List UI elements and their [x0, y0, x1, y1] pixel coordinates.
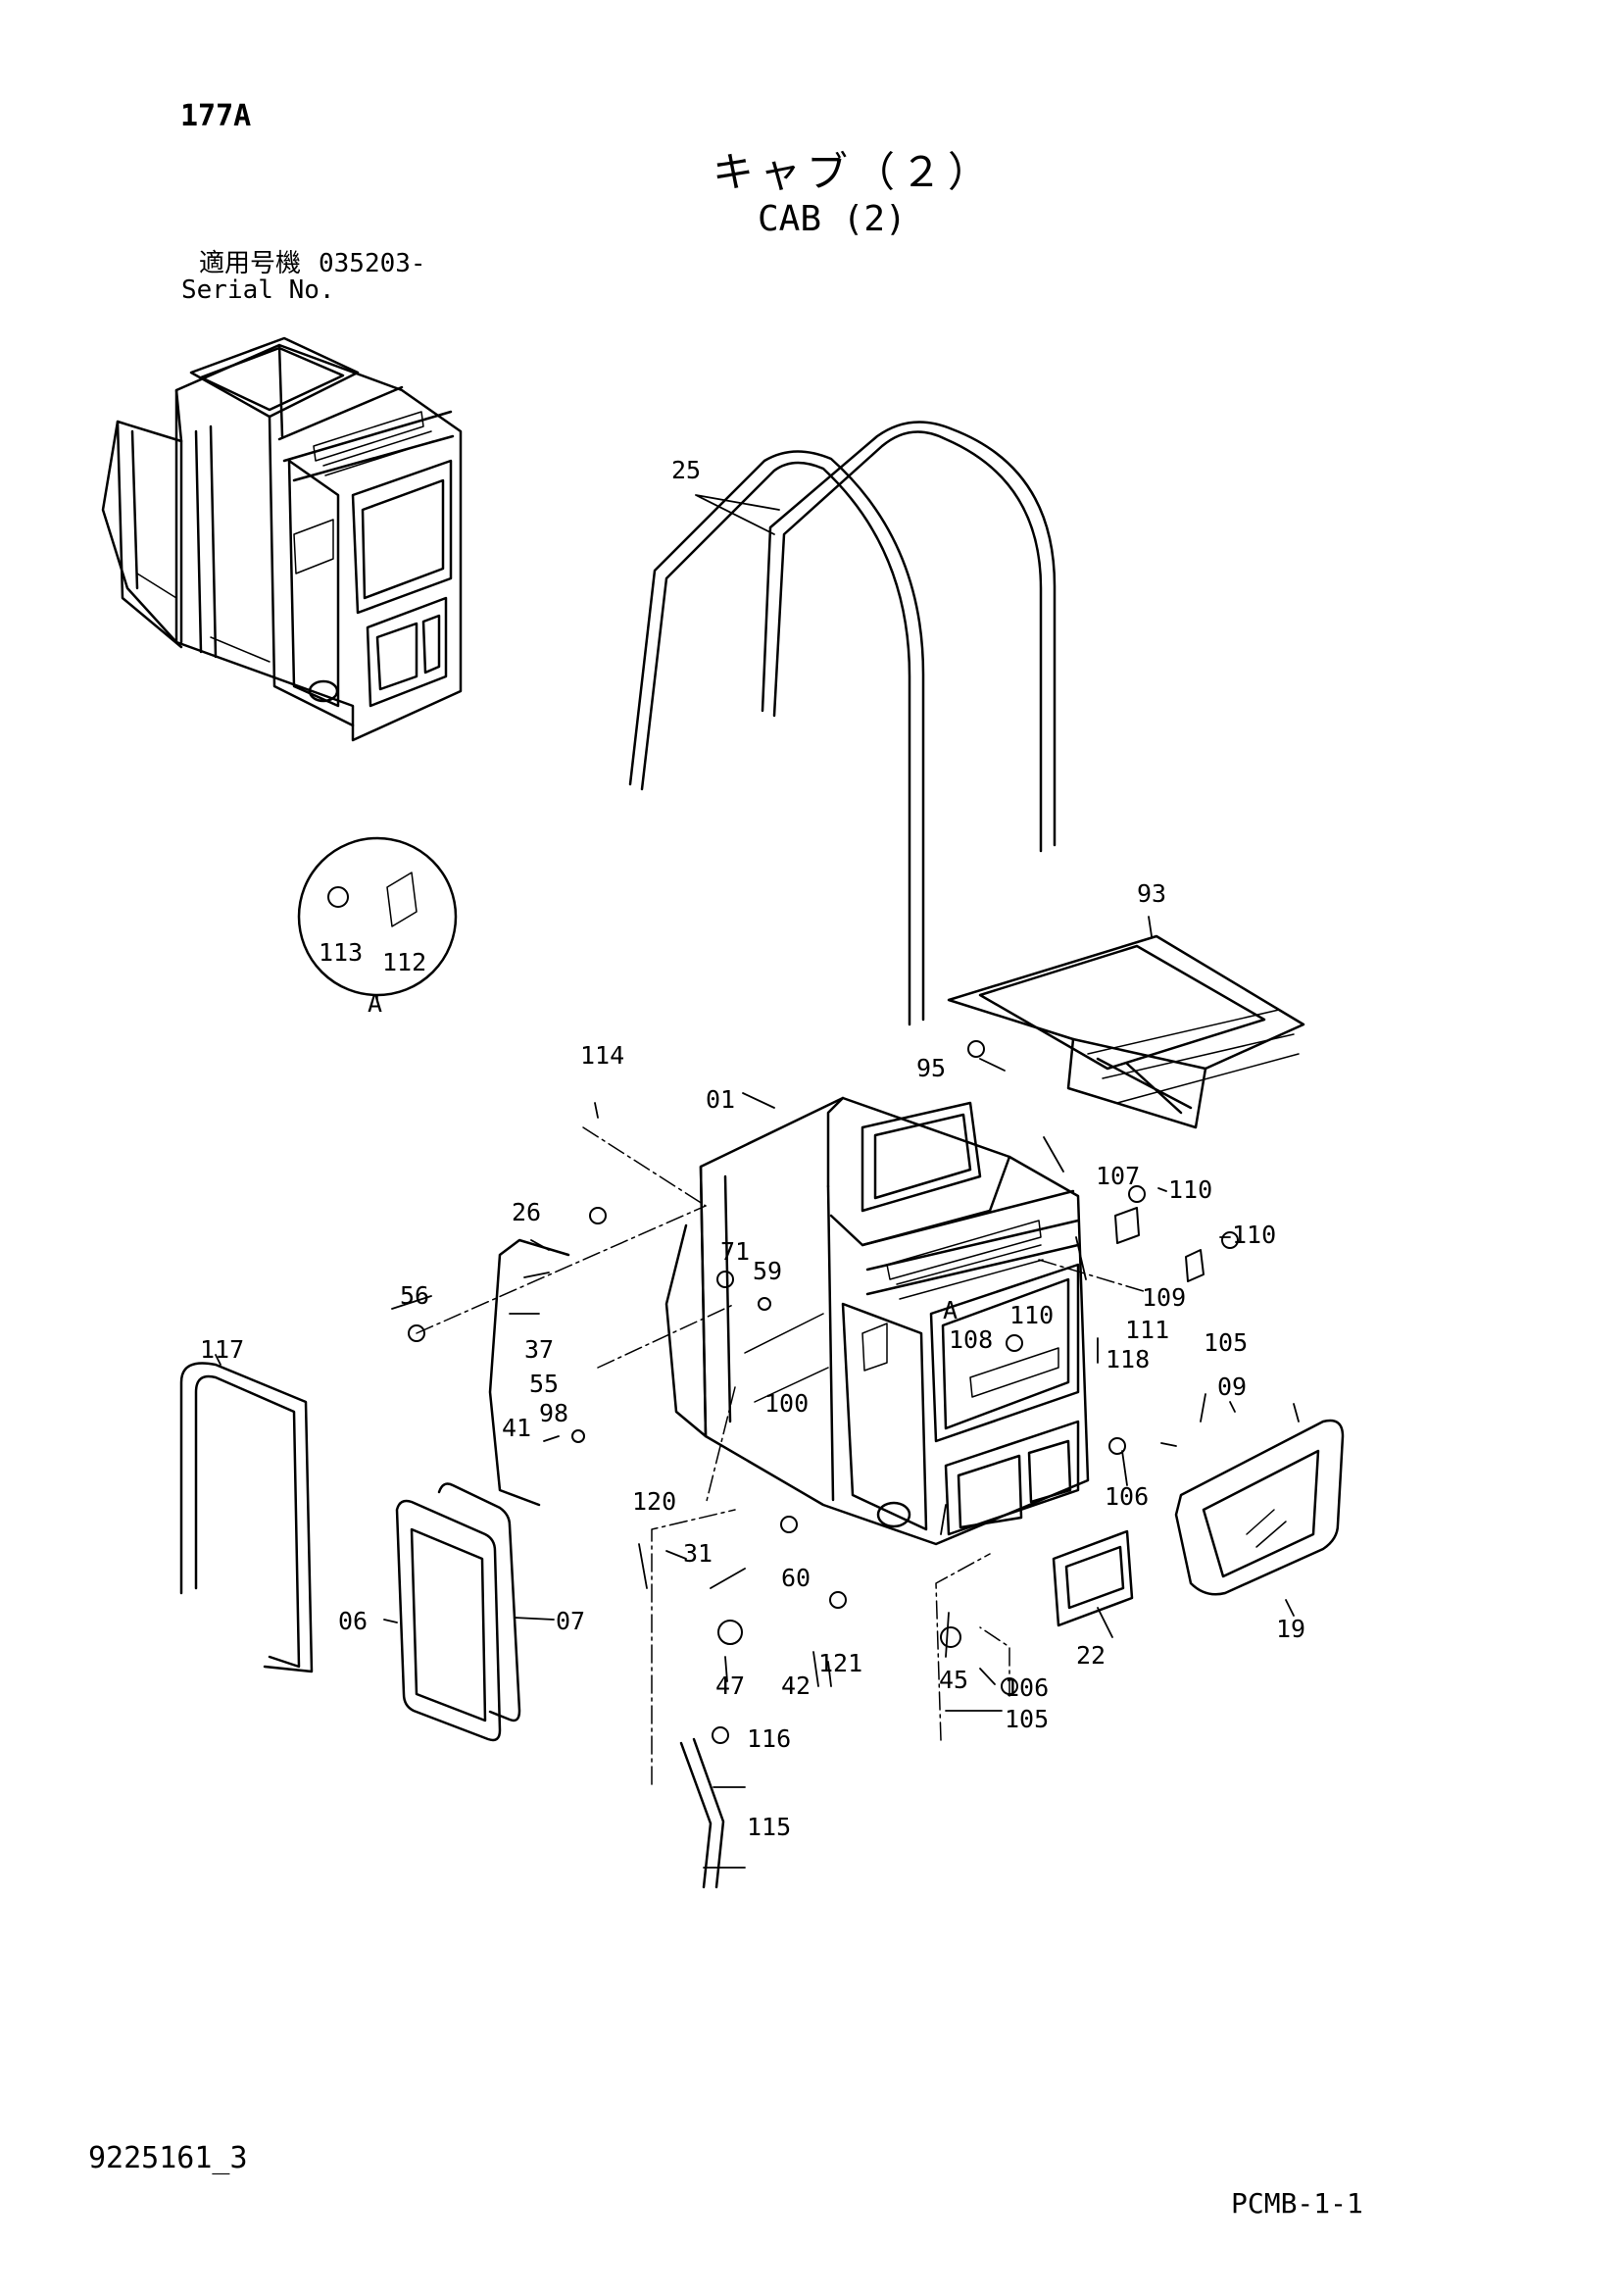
seal-117	[179, 1362, 314, 1673]
detail-a-circle	[297, 836, 458, 1003]
callout-60: 60	[781, 1564, 811, 1592]
serial-label-english: Serial No.	[181, 275, 335, 305]
callout-118: 118	[1106, 1345, 1150, 1373]
callout-41: 41	[502, 1414, 531, 1442]
callout-06: 06	[338, 1607, 368, 1635]
detail-callout-112: 112	[382, 948, 426, 976]
callout-71: 71	[720, 1237, 750, 1266]
serial-number: 035203-	[319, 249, 426, 278]
callout-116: 116	[747, 1724, 791, 1753]
glass-06	[395, 1499, 502, 1742]
serial-label-japanese: 適用号機	[199, 249, 302, 278]
cab-body-01	[664, 1096, 1090, 1546]
callout-106: 106	[1005, 1673, 1049, 1702]
callout-110: 110	[1009, 1301, 1054, 1329]
callout-22: 22	[1076, 1641, 1106, 1670]
callout-19: 19	[1276, 1615, 1305, 1643]
callout-114: 114	[580, 1041, 624, 1070]
reference-lines	[416, 1126, 1148, 1785]
callout-108: 108	[949, 1325, 993, 1354]
overview-cab-illustration	[101, 336, 463, 742]
title-english: CAB (2)	[758, 199, 907, 239]
pipe-115	[679, 1737, 725, 1889]
callout-100: 100	[764, 1389, 809, 1418]
document-id: 9225161_3	[88, 2141, 248, 2175]
callout-45: 45	[939, 1666, 968, 1694]
detail-label-a: A	[368, 989, 382, 1018]
page-code: 177A	[180, 99, 252, 133]
callout-95: 95	[916, 1054, 946, 1082]
callout-121: 121	[818, 1649, 862, 1677]
callout-110: 110	[1168, 1175, 1212, 1204]
callout-31: 31	[683, 1539, 713, 1568]
callout-59: 59	[753, 1257, 782, 1285]
callout-105: 105	[1204, 1328, 1248, 1357]
callout-25: 25	[671, 456, 701, 484]
sheet-code: PCMB-1-1	[1231, 2187, 1363, 2220]
detail-callout-113: 113	[319, 938, 363, 967]
callout-106: 106	[1105, 1482, 1149, 1511]
callout-26: 26	[512, 1198, 541, 1226]
callout-93: 93	[1137, 879, 1166, 908]
callout-109: 109	[1142, 1283, 1186, 1312]
callout-110: 110	[1232, 1221, 1276, 1249]
glass-09-19	[1174, 1419, 1345, 1596]
callout-01: 01	[706, 1085, 735, 1114]
callout-47: 47	[715, 1672, 745, 1700]
callout-107: 107	[1096, 1162, 1140, 1190]
seal-22	[1052, 1529, 1134, 1627]
callout-a: A	[943, 1296, 958, 1324]
handle-26	[488, 1238, 570, 1507]
door-seal-25	[628, 421, 1057, 1026]
callout-37: 37	[524, 1335, 554, 1364]
callout-111: 111	[1125, 1316, 1169, 1344]
callout-07: 07	[556, 1607, 585, 1635]
callout-117: 117	[200, 1335, 244, 1364]
leader-lines	[215, 494, 1300, 1869]
callout-09: 09	[1217, 1373, 1247, 1401]
callout-120: 120	[632, 1487, 676, 1516]
glass-07	[437, 1482, 521, 1722]
callout-98: 98	[539, 1399, 568, 1427]
callout-56: 56	[400, 1281, 429, 1310]
callout-115: 115	[747, 1813, 791, 1841]
callout-105: 105	[1005, 1705, 1049, 1733]
title-japanese: キャブ（２）	[713, 148, 996, 196]
callouts: 25 93 95 114 01 107 110 110 26 71 59 56 …	[200, 456, 1305, 1841]
callout-42: 42	[781, 1672, 811, 1700]
headliner-93	[947, 934, 1305, 1129]
callout-55: 55	[529, 1370, 559, 1398]
